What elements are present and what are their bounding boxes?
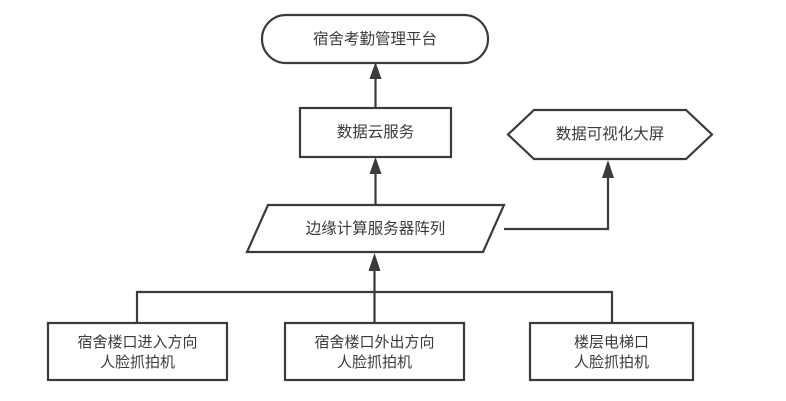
edge-cameras-to-edgearray	[135, 253, 614, 323]
edge-edgearray-to-cloud	[369, 157, 382, 205]
edge-cloud-to-platform	[369, 62, 382, 108]
node-camera-exit-shape	[283, 321, 466, 382]
arrowhead-up-icon	[369, 157, 382, 174]
node-camera-entry-label-line2: 人脸抓拍机	[100, 354, 175, 371]
node-camera-elevator-shape	[528, 321, 695, 382]
arrowhead-up-icon	[368, 253, 381, 271]
node-cloud-service-label: 数据云服务	[337, 123, 415, 141]
node-edge-array-shape	[245, 203, 506, 254]
node-big-screen-label: 数据可视化大屏	[556, 125, 665, 143]
node-cloud-service[interactable]: 数据云服务	[298, 106, 453, 159]
node-camera-entry-label-line1: 宿舍楼口进入方向	[77, 334, 197, 351]
node-platform-label: 宿舍考勤管理平台	[313, 30, 437, 48]
node-camera-elevator-label-line2: 人脸抓拍机	[574, 354, 649, 371]
node-camera-entry[interactable]: 宿舍楼口进入方向 人脸抓拍机	[46, 321, 229, 382]
node-camera-elevator[interactable]: 楼层电梯口 人脸抓拍机	[528, 321, 695, 382]
arrowhead-up-icon	[369, 62, 382, 79]
node-edge-array-label: 边缘计算服务器阵列	[306, 219, 446, 238]
node-big-screen[interactable]: 数据可视化大屏	[506, 108, 714, 161]
node-camera-entry-shape	[46, 321, 229, 382]
node-camera-exit-label-line2: 人脸抓拍机	[337, 354, 412, 371]
edge-line	[504, 177, 610, 231]
arrowhead-up-icon	[602, 160, 614, 178]
node-platform-shape	[260, 13, 490, 65]
node-cloud-service-shape	[298, 106, 453, 159]
node-camera-elevator-label-line1: 楼层电梯口	[574, 334, 649, 351]
node-platform[interactable]: 宿舍考勤管理平台	[260, 13, 490, 65]
node-edge-array[interactable]: 边缘计算服务器阵列	[245, 203, 506, 254]
node-big-screen-shape	[506, 108, 714, 161]
node-camera-exit-label-line1: 宿舍楼口外出方向	[314, 334, 434, 351]
edge-edgearray-to-bigscreen	[504, 160, 614, 231]
node-camera-exit[interactable]: 宿舍楼口外出方向 人脸抓拍机	[283, 321, 466, 382]
